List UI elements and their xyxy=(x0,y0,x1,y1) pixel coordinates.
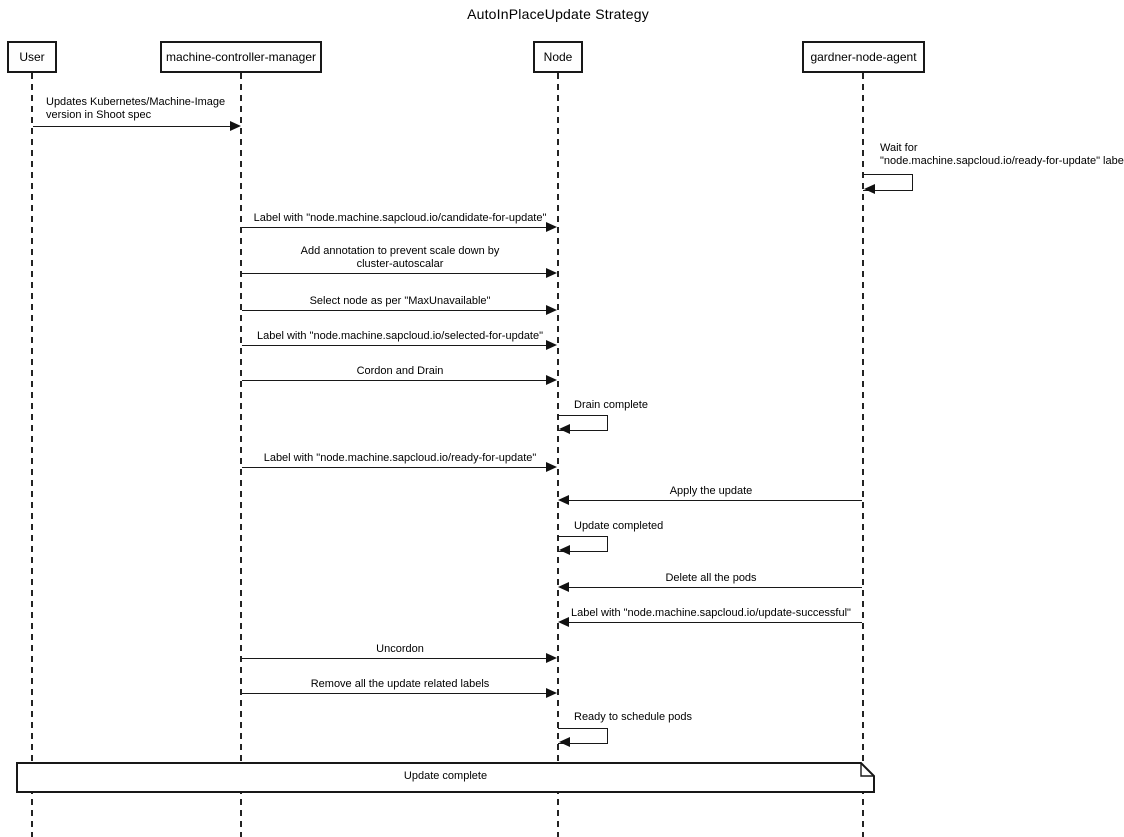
arrowhead-icon xyxy=(559,737,570,747)
self-message-loop xyxy=(558,728,608,744)
participant-label: machine-controller-manager xyxy=(165,50,317,64)
lifeline-gardner-node-agent xyxy=(862,73,864,837)
note-shape xyxy=(16,762,875,793)
message-label: Ready to schedule pods xyxy=(574,711,693,723)
arrow-line xyxy=(569,500,862,501)
arrow-line xyxy=(242,273,547,274)
arrow-line xyxy=(242,345,547,346)
participant-user: User xyxy=(7,41,57,73)
arrowhead-icon xyxy=(546,222,557,232)
message-label: Update completed xyxy=(574,520,664,532)
message-label: Label with "node.machine.sapcloud.io/sel… xyxy=(256,330,544,342)
message-label: Apply the update xyxy=(669,485,753,497)
message-label: Wait for "node.machine.sapcloud.io/ready… xyxy=(880,142,1124,167)
arrow-line xyxy=(33,126,232,127)
message-label: Add annotation to prevent scale down by … xyxy=(300,245,500,270)
lifeline-machine-controller-manager xyxy=(240,73,242,837)
participant-gardner-node-agent: gardner-node-agent xyxy=(802,41,925,73)
arrowhead-icon xyxy=(559,424,570,434)
arrow-line xyxy=(569,622,862,623)
arrow-line xyxy=(242,380,547,381)
participant-machine-controller-manager: machine-controller-manager xyxy=(160,41,322,73)
message-label: Updates Kubernetes/Machine-Image version… xyxy=(46,96,226,121)
arrowhead-icon xyxy=(546,305,557,315)
participant-label: User xyxy=(19,50,45,64)
arrowhead-icon xyxy=(559,545,570,555)
arrowhead-icon xyxy=(546,688,557,698)
participant-label: gardner-node-agent xyxy=(810,50,917,64)
arrowhead-icon xyxy=(546,375,557,385)
arrow-line xyxy=(569,587,862,588)
self-message-loop xyxy=(558,415,608,431)
message-label: Label with "node.machine.sapcloud.io/upd… xyxy=(571,607,851,619)
arrow-line xyxy=(242,227,547,228)
self-message-loop xyxy=(558,536,608,552)
arrow-line xyxy=(242,310,547,311)
arrowhead-icon xyxy=(546,653,557,663)
message-label: Select node as per "MaxUnavailable" xyxy=(309,295,491,307)
arrowhead-icon xyxy=(230,121,241,131)
message-label: Label with "node.machine.sapcloud.io/rea… xyxy=(263,452,537,464)
note-label: Update complete xyxy=(403,770,488,782)
arrowhead-icon xyxy=(558,582,569,592)
message-label: Label with "node.machine.sapcloud.io/can… xyxy=(253,212,547,224)
message-label: Cordon and Drain xyxy=(356,365,444,377)
arrowhead-icon xyxy=(864,184,875,194)
arrowhead-icon xyxy=(546,340,557,350)
self-message-loop xyxy=(863,174,913,191)
diagram-title: AutoInPlaceUpdate Strategy xyxy=(467,6,649,22)
participant-node: Node xyxy=(533,41,583,73)
participant-label: Node xyxy=(543,50,573,64)
arrow-line xyxy=(242,658,547,659)
message-label: Drain complete xyxy=(574,399,648,411)
arrow-line xyxy=(242,467,547,468)
arrow-line xyxy=(242,693,547,694)
arrowhead-icon xyxy=(558,495,569,505)
arrowhead-icon xyxy=(546,462,557,472)
message-label: Uncordon xyxy=(376,643,424,655)
message-label: Delete all the pods xyxy=(665,572,757,584)
message-label: Remove all the update related labels xyxy=(310,678,490,690)
arrowhead-icon xyxy=(546,268,557,278)
arrowhead-icon xyxy=(558,617,569,627)
lifeline-node xyxy=(557,73,559,837)
lifeline-user xyxy=(31,73,33,837)
